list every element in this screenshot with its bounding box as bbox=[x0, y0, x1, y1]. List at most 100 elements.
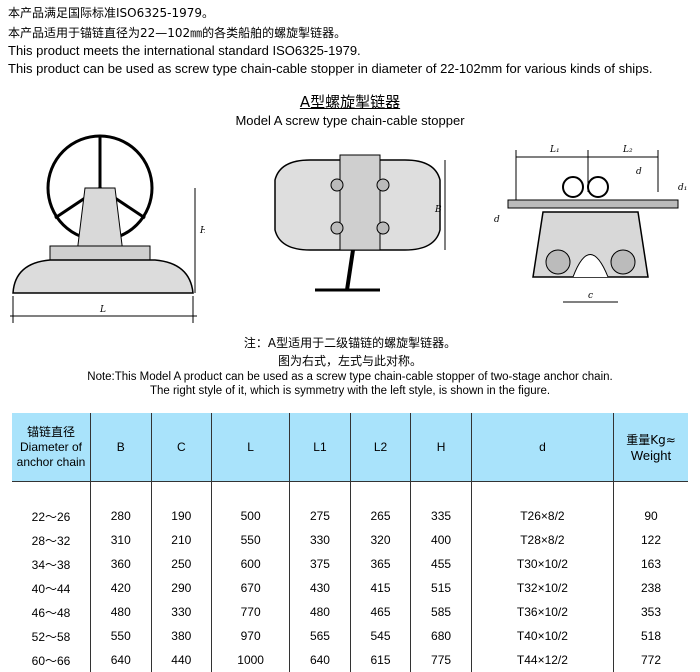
header-B: B bbox=[90, 413, 152, 482]
front-view-drawing: L₁ L₂ d d₁ d c bbox=[494, 145, 687, 303]
top-view-drawing: B bbox=[274, 154, 446, 292]
header-weight: 重量Kg≈ Weight bbox=[613, 413, 688, 482]
intro-cn-1: 本产品满足国际标准ISO6325-1979。 bbox=[8, 6, 215, 20]
table-cell: 90 bbox=[644, 509, 658, 523]
table-cell: 330 bbox=[151, 600, 213, 624]
table-cell: 52～58 bbox=[12, 624, 91, 648]
title-cn: A型螺旋掣链器 bbox=[299, 93, 401, 111]
table-cell: 28～32 bbox=[12, 528, 91, 552]
table-cell: 970 bbox=[211, 624, 291, 648]
table-cell: 600 bbox=[211, 552, 291, 576]
header-L1: L1 bbox=[289, 413, 351, 482]
label-d1: d₁ bbox=[678, 183, 687, 193]
note-en-2: The right style of it, which is symmetry… bbox=[149, 385, 551, 397]
table-cell: 680 bbox=[410, 624, 472, 648]
table-cell: 550 bbox=[211, 528, 291, 552]
table-cell: 290 bbox=[151, 576, 213, 600]
table-cell: 46～48 bbox=[12, 600, 91, 624]
label-c: c bbox=[588, 291, 593, 301]
table-cell: 280 bbox=[90, 504, 152, 528]
table-cell: 420 bbox=[90, 576, 152, 600]
table-cell: 500 bbox=[211, 504, 291, 528]
table-cell: 163 bbox=[640, 557, 662, 571]
table-cell: 190 bbox=[151, 504, 213, 528]
table-cell: 430 bbox=[289, 576, 351, 600]
table-cell: 375 bbox=[289, 552, 351, 576]
intro-cn-2: 本产品适用于锚链直径为22—102㎜的各类船舶的螺旋掣链器。 bbox=[8, 26, 347, 40]
note-cn-1: 注：A型适用于二级锚链的螺旋掣链器。 bbox=[243, 336, 457, 350]
header-diameter-cn: 锚链直径 bbox=[26, 424, 75, 439]
table-cell: 455 bbox=[410, 552, 472, 576]
table-cell: 250 bbox=[151, 552, 213, 576]
table-cell: 210 bbox=[151, 528, 213, 552]
table-cell: T36×10/2 bbox=[471, 600, 615, 624]
table-cell: 275 bbox=[289, 504, 351, 528]
table-cell: 1000 bbox=[211, 648, 291, 672]
table-cell: T40×10/2 bbox=[471, 624, 615, 648]
table-cell: T28×8/2 bbox=[471, 528, 615, 552]
table-cell: 365 bbox=[350, 552, 412, 576]
table-cell: 440 bbox=[151, 648, 213, 672]
table-cell: 330 bbox=[289, 528, 351, 552]
label-L1: L₁ bbox=[549, 145, 560, 155]
table-header-row: 锚链直径 Diameter of anchor chain B C L L1 L… bbox=[12, 413, 688, 482]
table-cell: T32×10/2 bbox=[471, 576, 615, 600]
table-cell: 775 bbox=[410, 648, 472, 672]
label-d-left: d bbox=[494, 215, 500, 225]
table-cell: 22～26 bbox=[12, 504, 91, 528]
table-cell: 640 bbox=[289, 648, 351, 672]
specifications-table: 锚链直径 Diameter of anchor chain B C L L1 L… bbox=[12, 413, 688, 672]
table-cell: 565 bbox=[289, 624, 351, 648]
note-cn-2: 图为右式，左式与此对称。 bbox=[277, 354, 422, 368]
table-cell: 60～66 bbox=[12, 648, 91, 672]
label-L: L bbox=[99, 305, 106, 315]
table-cell: 238 bbox=[640, 581, 662, 595]
table-cell: 550 bbox=[90, 624, 152, 648]
intro-en-2: This product can be used as screw type c… bbox=[8, 61, 653, 76]
table-cell: 585 bbox=[410, 600, 472, 624]
label-d: d bbox=[636, 167, 642, 177]
spacer-row bbox=[12, 481, 688, 504]
table-cell: 670 bbox=[211, 576, 291, 600]
header-L2: L2 bbox=[350, 413, 412, 482]
side-view-drawing: H L bbox=[10, 134, 205, 323]
table-cell: 320 bbox=[350, 528, 412, 552]
title-en: Model A screw type chain-cable stopper bbox=[235, 113, 465, 128]
table-cell: 40～44 bbox=[12, 576, 91, 600]
table-cell: 310 bbox=[90, 528, 152, 552]
table-cell: 353 bbox=[640, 605, 662, 619]
table-cell: 335 bbox=[410, 504, 472, 528]
label-L2: L₂ bbox=[622, 145, 633, 155]
table-cell: 545 bbox=[350, 624, 412, 648]
table-cell: 640 bbox=[90, 648, 152, 672]
table-cell: 480 bbox=[289, 600, 351, 624]
table-cell: 772 bbox=[640, 653, 662, 667]
header-diameter: 锚链直径 Diameter of anchor chain bbox=[12, 413, 91, 482]
intro-en-1: This product meets the international sta… bbox=[8, 43, 361, 58]
table-cell: 465 bbox=[350, 600, 412, 624]
table-cell: 400 bbox=[410, 528, 472, 552]
table-cell: 34～38 bbox=[12, 552, 91, 576]
label-B: B bbox=[434, 205, 442, 215]
table-cell: 480 bbox=[90, 600, 152, 624]
table-cell: 415 bbox=[350, 576, 412, 600]
table-cell: 770 bbox=[211, 600, 291, 624]
table-cell: T26×8/2 bbox=[471, 504, 615, 528]
table-cell: 360 bbox=[90, 552, 152, 576]
table-cell: T30×10/2 bbox=[471, 552, 615, 576]
table-cell: 380 bbox=[151, 624, 213, 648]
header-weight-cn: 重量Kg≈ bbox=[626, 432, 676, 447]
table-cell: 122 bbox=[640, 533, 662, 547]
table-cell: T44×12/2 bbox=[471, 648, 615, 672]
header-L: L bbox=[211, 413, 291, 482]
header-d: d bbox=[471, 413, 615, 482]
table-cell: 615 bbox=[350, 648, 412, 672]
